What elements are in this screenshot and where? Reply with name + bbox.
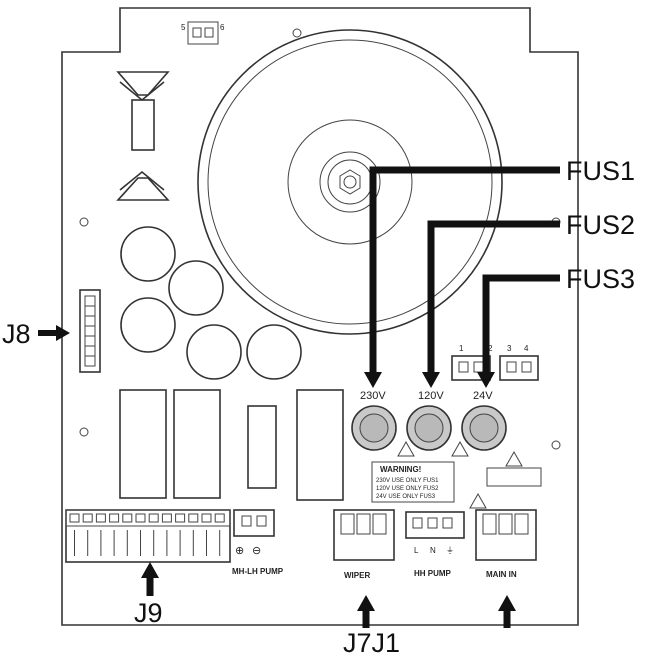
mounting-hole <box>79 217 89 227</box>
j9-slot <box>201 513 212 523</box>
j7-label: WIPER <box>344 571 370 580</box>
fus3-leader <box>477 274 560 388</box>
mounting-hole <box>79 427 89 437</box>
j8-connector <box>79 289 101 373</box>
j9-slot <box>135 513 146 523</box>
hh-pump-label: HH PUMP <box>414 569 452 578</box>
j4-connector: 3 4 <box>499 344 539 381</box>
heatsink <box>116 71 170 201</box>
warning-line-2: 120V USE ONLY FUS2 <box>376 486 439 492</box>
callout-j9: J9 <box>134 598 163 628</box>
top-pin-5: 5 <box>181 23 186 32</box>
j9-slot <box>69 513 80 523</box>
warning-triangle-icon <box>505 450 523 467</box>
warning-line-3: 24V USE ONLY FUS3 <box>376 494 436 500</box>
hh-pin-n: N <box>430 546 436 555</box>
fuse-2 <box>406 405 452 451</box>
j5-plus: ⊕ <box>235 545 244 557</box>
fuse-3 <box>461 405 507 451</box>
fuse1-value: 230V <box>360 390 386 402</box>
j5-connector: ⊕ ⊖ MH-LH PUMP <box>232 509 284 576</box>
hh-pin-l: L <box>414 546 419 555</box>
hh-pump-connector: L N ⏚ HH PUMP <box>405 511 465 578</box>
j1-connector: MAIN IN <box>469 492 537 579</box>
board-outline <box>61 7 579 626</box>
fuse3-value: 24V <box>473 390 493 402</box>
j3-pin-2: 2 <box>488 344 493 353</box>
ground-icon: ⏚ <box>446 546 454 555</box>
fuse2-value: 120V <box>418 390 444 402</box>
j9-arrow <box>141 562 159 596</box>
j9-slot <box>122 513 133 523</box>
j9-slot <box>95 513 106 523</box>
j4-pin-3: 3 <box>507 344 512 353</box>
callout-j8: J8 <box>2 319 31 349</box>
relay-group <box>119 389 344 501</box>
j5-label: MH-LH PUMP <box>232 567 284 576</box>
fus2-leader <box>422 220 560 388</box>
callout-j7j1: J7J1 <box>343 628 400 658</box>
j8-arrow <box>38 325 70 341</box>
capacitor-group <box>120 226 302 380</box>
fuse-1 <box>351 405 397 451</box>
warning-label: WARNING! 230V USE ONLY FUS1 120V USE ONL… <box>371 461 455 503</box>
warning-triangle-icon <box>397 440 415 457</box>
warning-title: WARNING! <box>380 465 421 474</box>
top-pin-6: 6 <box>220 23 225 32</box>
blank-label <box>486 467 542 487</box>
j5-minus: ⊖ <box>252 545 261 557</box>
j9-terminal-block <box>65 509 231 563</box>
mounting-hole <box>551 440 561 450</box>
mounting-hole <box>292 28 302 38</box>
warning-line-1: 230V USE ONLY FUS1 <box>376 478 439 484</box>
j7-arrow <box>357 595 375 628</box>
j9-slot <box>175 513 186 523</box>
callout-fus1: FUS1 <box>566 156 635 186</box>
top-connector: 5 6 <box>181 21 225 45</box>
warning-triangle-icon <box>451 440 469 457</box>
callout-fus2: FUS2 <box>566 210 635 240</box>
j4-pin-4: 4 <box>524 344 529 353</box>
j9-slot <box>214 513 225 523</box>
j9-slot <box>148 513 159 523</box>
fus1-leader <box>364 166 560 388</box>
j1-label: MAIN IN <box>486 570 517 579</box>
j9-slot <box>109 513 120 523</box>
j1-arrow <box>498 595 516 628</box>
j7-connector: WIPER <box>333 509 395 580</box>
j3-pin-1: 1 <box>459 344 464 353</box>
toroidal-transformer <box>197 29 503 335</box>
j9-slot <box>188 513 199 523</box>
j9-slot <box>161 513 172 523</box>
j9-slot <box>82 513 93 523</box>
callout-fus3: FUS3 <box>566 264 635 294</box>
